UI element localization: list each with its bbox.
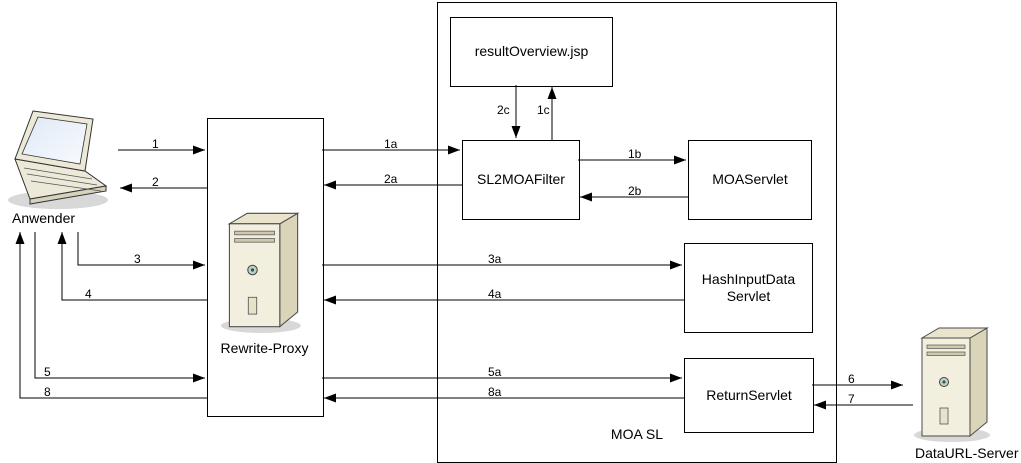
arrow-label-8: 8	[44, 385, 51, 399]
anwender-label: Anwender	[12, 210, 76, 226]
arrow-label-5a: 5a	[488, 365, 502, 379]
arrow-label-2b: 2b	[628, 184, 642, 198]
arrow-label-3a: 3a	[488, 252, 502, 266]
node-label: resultOverview.jsp	[474, 43, 589, 60]
arrow-label-1b: 1b	[628, 147, 642, 161]
connector-4	[57, 232, 207, 301]
dataurl-server-label: DataURL-Server	[915, 445, 1019, 461]
arrow-label-1a: 1a	[384, 137, 398, 151]
node-label: HashInputData Servlet	[701, 270, 796, 305]
node-resultoverview-jsp: resultOverview.jsp	[450, 17, 613, 87]
arrow-label-5: 5	[44, 365, 51, 379]
server-icon-dataurl	[913, 327, 991, 443]
connector-3	[77, 232, 205, 270]
arrow-label-7: 7	[848, 392, 855, 406]
node-label: SL2MOAFilter	[477, 171, 565, 188]
arrow-label-8a: 8a	[488, 385, 502, 399]
node-returnservlet: ReturnServlet	[684, 358, 814, 433]
node-sl2moafilter: SL2MOAFilter	[462, 140, 580, 220]
node-label: ReturnServlet	[706, 386, 792, 403]
arrow-label-3: 3	[134, 252, 141, 266]
arrow-label-4a: 4a	[488, 287, 502, 301]
arrow-label-2a: 2a	[384, 172, 398, 186]
arrow-label-1c: 1c	[537, 103, 550, 117]
rewrite-proxy-label: Rewrite-Proxy	[220, 340, 309, 356]
arrow-label-4: 4	[85, 287, 92, 301]
node-label: MOAServlet	[712, 171, 788, 188]
node-moaservlet: MOAServlet	[688, 140, 812, 220]
connector-5	[34, 232, 205, 383]
arrow-label-6: 6	[848, 372, 855, 386]
arrow-label-2: 2	[152, 175, 159, 189]
arrow-label-1: 1	[152, 137, 159, 151]
arrow-label-2c: 2c	[497, 103, 510, 117]
laptop-icon	[8, 110, 108, 209]
moa-sl-label: MOA SL	[610, 426, 664, 442]
node-rewrite-proxy	[207, 118, 324, 417]
node-hashinputdata-servlet: HashInputData Servlet	[684, 243, 813, 333]
